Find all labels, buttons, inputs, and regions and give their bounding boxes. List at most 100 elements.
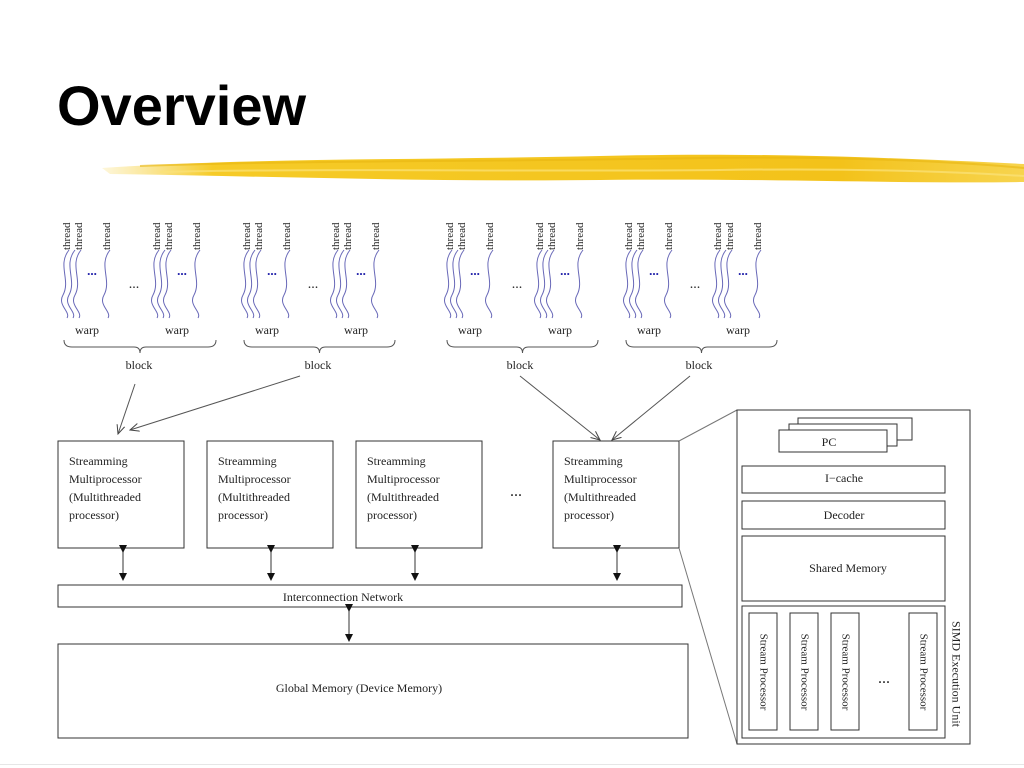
- block-2-warp-1-thread-line: [247, 249, 256, 319]
- footer-divider: [0, 764, 1024, 765]
- block-2-brace: [243, 339, 396, 354]
- sm-2-text: Streamming: [218, 454, 277, 468]
- sm-4-text: processor): [564, 508, 614, 522]
- interconnect-label: Interconnection Network: [283, 590, 403, 604]
- block-2-warp-2-thread-line: [342, 249, 351, 319]
- block-4-warp-2-thread-label: thread: [752, 222, 764, 250]
- block-2-warp-ellipsis: ...: [308, 277, 319, 292]
- block-2-warp-2-thread-label: thread: [342, 222, 354, 250]
- block-3-warp-1-thread-label: thread: [456, 222, 468, 250]
- block-3-warp-1-thread-label: thread: [444, 222, 456, 250]
- block-1-warp-1-thread-ellipsis: ...: [87, 263, 97, 278]
- sm-4-text: Multiprocessor: [564, 472, 637, 486]
- pc-card: [778, 429, 888, 453]
- block-1-brace: [63, 339, 217, 354]
- icache-label: I−cache: [825, 471, 863, 485]
- block-3-warp-2-thread-label: thread: [574, 222, 586, 250]
- block-1-warp-ellipsis: ...: [129, 277, 140, 292]
- block-3-warp-1-thread-ellipsis: ...: [470, 263, 480, 278]
- block-1-warp-1-thread-line: [61, 249, 70, 319]
- block-4-label: block: [686, 358, 713, 372]
- decoder-label: Decoder: [824, 508, 865, 522]
- sm-3-text: Streamming: [367, 454, 426, 468]
- block-2-warp-2-thread-line: [336, 249, 345, 319]
- block-1-warp-2-thread-label: thread: [191, 222, 203, 250]
- block-2-warp-1-thread-label: thread: [241, 222, 253, 250]
- icache-box: [741, 465, 946, 494]
- block-1-warp-1-thread-label: thread: [73, 222, 85, 250]
- block-4-warp-2-thread-line: [718, 249, 727, 319]
- stream-processor-3-label: Stream Processor: [839, 634, 851, 711]
- simd-unit-label: SIMD Execution Unit: [949, 621, 963, 728]
- stream-processor-2-box: [789, 612, 819, 731]
- block-2-label: block: [305, 358, 332, 372]
- block-2-warp-2-thread-label: thread: [370, 222, 382, 250]
- block-2-warp-1-thread-ellipsis: ...: [267, 263, 277, 278]
- block-3-warp-2-thread-label: thread: [534, 222, 546, 250]
- block-2-warp-2-thread-label: thread: [330, 222, 342, 250]
- block-4-warp-1-thread-line: [623, 249, 632, 319]
- block-4-warp-2-thread-line: [724, 249, 733, 319]
- sm-2-text: (Multithreaded: [218, 490, 290, 504]
- block-1-warp-1-thread-line: [73, 249, 82, 319]
- block-2-warp-2-thread-line: [371, 249, 380, 319]
- stream-processor-3-box: [830, 612, 860, 731]
- block-1-warp-1-warp-label: warp: [75, 323, 99, 337]
- sm-3-text: Multiprocessor: [367, 472, 440, 486]
- block-1-warp-2-thread-label: thread: [151, 222, 163, 250]
- block-3-to-sm-arrow: [519, 375, 600, 440]
- block-3-warp-2-thread-line: [546, 249, 555, 319]
- block-3-label: block: [507, 358, 534, 372]
- sm-2-box: [206, 440, 334, 549]
- sm-1-box: [57, 440, 185, 549]
- block-2-warp-1-warp-label: warp: [255, 323, 279, 337]
- block-3-warp-1-thread-line: [485, 249, 494, 319]
- block-4-warp-2-thread-ellipsis: ...: [738, 263, 748, 278]
- block-2-warp-1-thread-line: [282, 249, 291, 319]
- zoom-line-bottom: [678, 547, 738, 745]
- sm-3-text: (Multithreaded: [367, 490, 439, 504]
- block-1-warp-2-warp-label: warp: [165, 323, 189, 337]
- sm-3-text: processor): [367, 508, 417, 522]
- block-4-warp-1-thread-label: thread: [635, 222, 647, 250]
- block-2-warp-1-thread-line: [241, 249, 250, 319]
- block-1-warp-2-thread-line: [157, 249, 166, 319]
- stream-processor-2-label: Stream Processor: [798, 634, 810, 711]
- block-2-warp-2-thread-ellipsis: ...: [356, 263, 366, 278]
- page-title: Overview: [57, 74, 307, 137]
- block-3-warp-1-thread-line: [444, 249, 453, 319]
- block-1-warp-2-thread-line: [151, 249, 160, 319]
- block-1-warp-1-thread-line: [67, 249, 76, 319]
- block-4-brace: [625, 339, 778, 354]
- block-3-warp-1-thread-line: [456, 249, 465, 319]
- block-3-warp-2-thread-line: [575, 249, 584, 319]
- block-4-warp-2-thread-line: [753, 249, 762, 319]
- sm-2-text: processor): [218, 508, 268, 522]
- sm-1-text: Multiprocessor: [69, 472, 142, 486]
- block-4-to-sm-arrow: [612, 375, 691, 440]
- block-2-warp-2-thread-line: [330, 249, 339, 319]
- block-4-warp-2-thread-label: thread: [724, 222, 736, 250]
- sm-1-text: processor): [69, 508, 119, 522]
- block-4-warp-1-thread-ellipsis: ...: [649, 263, 659, 278]
- shared-memory-label: Shared Memory: [809, 561, 887, 575]
- block-2-to-sm-arrow: [130, 375, 301, 430]
- block-4-warp-1-thread-line: [629, 249, 638, 319]
- stream-processor-4-label: Stream Processor: [917, 634, 929, 711]
- block-3-warp-2-thread-ellipsis: ...: [560, 263, 570, 278]
- block-1-warp-2-thread-label: thread: [163, 222, 175, 250]
- block-1-warp-2-thread-ellipsis: ...: [177, 263, 187, 278]
- block-1-warp-1-thread-line: [102, 249, 111, 319]
- block-4-warp-2-thread-label: thread: [712, 222, 724, 250]
- block-1-warp-1-thread-label: thread: [61, 222, 73, 250]
- block-4-warp-1-thread-label: thread: [663, 222, 675, 250]
- sm-ellipsis: ...: [510, 483, 522, 500]
- global-memory-label: Global Memory (Device Memory): [276, 681, 442, 695]
- block-3-warp-2-thread-line: [534, 249, 543, 319]
- stream-processor-1-box: [748, 612, 778, 731]
- block-3-warp-2-warp-label: warp: [548, 323, 572, 337]
- block-2-warp-1-thread-label: thread: [281, 222, 293, 250]
- sm-1-text: (Multithreaded: [69, 490, 141, 504]
